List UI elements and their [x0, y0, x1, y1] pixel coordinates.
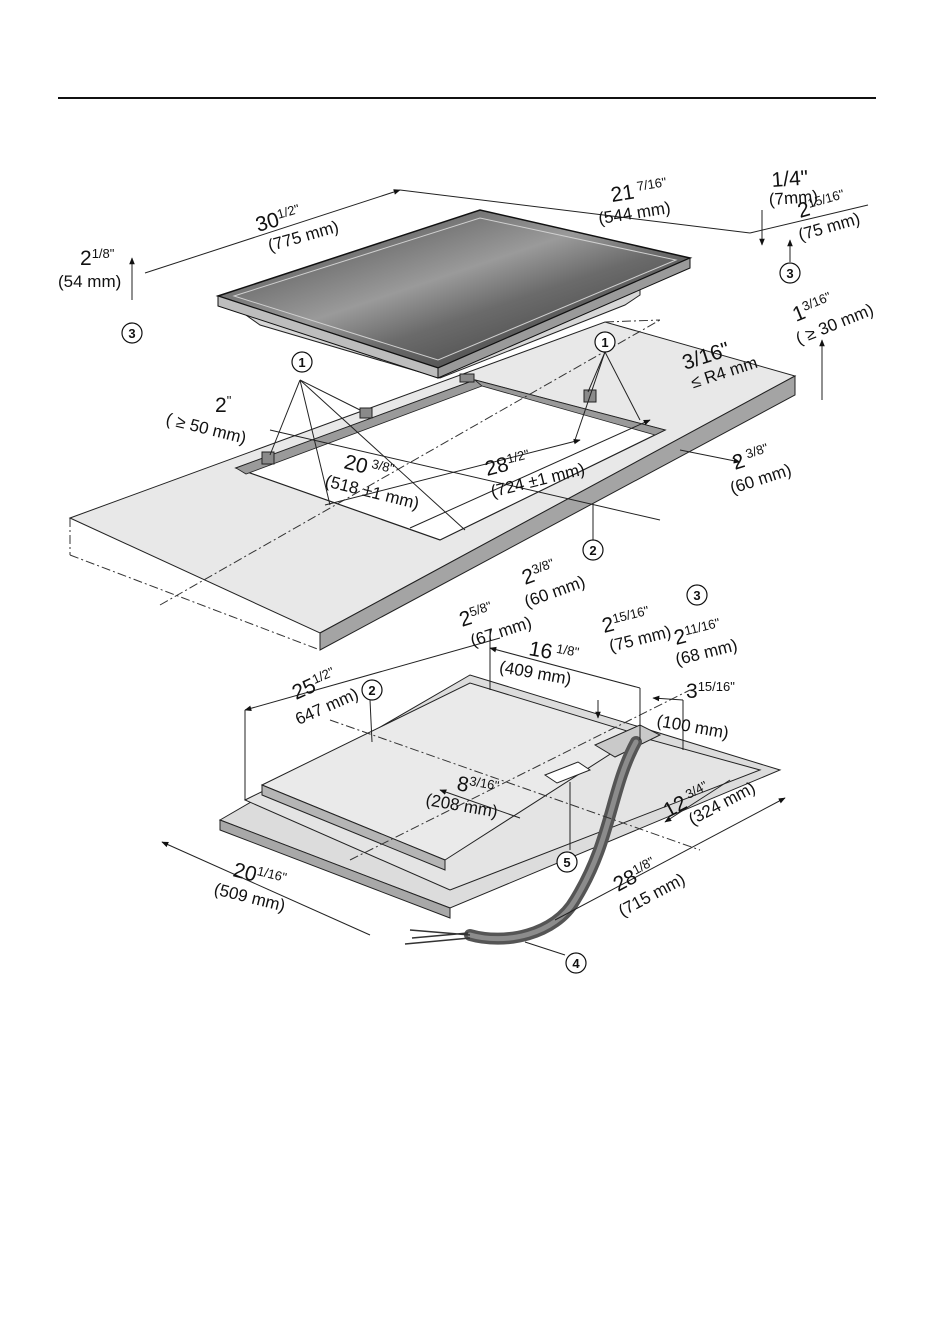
svg-text:4: 4 [572, 956, 580, 971]
svg-text:(409 mm): (409 mm) [498, 657, 573, 688]
callout-5: 5 [556, 851, 578, 873]
svg-text:2: 2 [368, 683, 375, 698]
svg-text:23/8": 23/8" [519, 555, 560, 589]
callout-3-left: 3 [121, 322, 143, 344]
cooktop-bracket [261, 451, 275, 465]
svg-text:1: 1 [601, 335, 608, 350]
svg-text:2: 2 [589, 543, 596, 558]
dim-side-gap-front: 23/8" (60 mm) [519, 555, 588, 611]
dim-counter-thickness: 13/16" ( ≥ 30 mm) [789, 289, 876, 349]
dim-box-height-68: 211/16" (68 mm) [672, 615, 740, 669]
svg-text:315/16": 315/16" [686, 679, 735, 703]
svg-text:(67 mm): (67 mm) [468, 613, 534, 651]
dim-box-height-75: 215/16" (75 mm) [600, 603, 674, 656]
dim-box-647: 251/2" 647 mm) [289, 664, 362, 729]
callout-4: 4 [565, 952, 587, 974]
callout-2-countertop: 2 [582, 539, 604, 561]
dim-edge-height: 1/4" (7mm) [768, 166, 818, 209]
svg-text:3: 3 [128, 326, 135, 341]
dim-top-width: 301/2" (775 mm) [253, 201, 341, 255]
callout-1-right: 1 [594, 331, 616, 353]
terminal-box [593, 724, 662, 758]
dim-top-depth: 21 7/16" (544 mm) [597, 174, 672, 228]
svg-text:5: 5 [563, 855, 570, 870]
svg-text:(54 mm): (54 mm) [58, 272, 121, 291]
svg-text:(544 mm): (544 mm) [597, 198, 672, 228]
svg-text:20 3/8": 20 3/8" [342, 450, 396, 485]
callout-markers: 3 3 1 1 2 3 2 5 4 [121, 262, 801, 974]
dim-box-409: 16 1/8" (409 mm) [498, 636, 581, 688]
svg-text:301/2": 301/2" [253, 201, 304, 237]
callout-3-top-right: 3 [779, 262, 801, 284]
dim-box-100: 315/16" (100 mm) [655, 679, 735, 743]
dimension-lines [129, 189, 869, 956]
dim-front-gap: 2" ( ≥ 50 mm) [164, 393, 248, 448]
svg-text:(75 mm): (75 mm) [607, 622, 673, 656]
cable-wires [404, 929, 471, 945]
callout-1-left: 1 [291, 351, 313, 373]
svg-text:21 7/16": 21 7/16" [609, 174, 669, 207]
svg-text:(7mm): (7mm) [768, 187, 818, 209]
svg-text:25/8": 25/8" [456, 598, 496, 632]
svg-text:3: 3 [786, 266, 793, 281]
data-plate-area [543, 761, 592, 784]
svg-text:16 1/8": 16 1/8" [527, 636, 580, 668]
cooktop-bracket [459, 373, 475, 383]
svg-text:3: 3 [693, 588, 700, 603]
svg-text:281/2": 281/2" [482, 446, 533, 481]
svg-text:1/4": 1/4" [771, 166, 809, 192]
cooktop [215, 209, 693, 465]
callout-2-box: 2 [361, 679, 383, 701]
svg-text:201/16": 201/16" [231, 858, 289, 894]
svg-text:( ≥ 50 mm): ( ≥ 50 mm) [164, 409, 248, 447]
dim-left-height: 21/8" (54 mm) [58, 246, 121, 291]
svg-text:2": 2" [215, 393, 232, 417]
svg-text:1: 1 [298, 355, 305, 370]
svg-text:83/16": 83/16" [455, 771, 501, 802]
svg-text:21/8": 21/8" [80, 246, 115, 270]
callout-3-box: 3 [686, 584, 708, 606]
dim-box-509: 201/16" (509 mm) [212, 858, 289, 916]
dim-side-gap-right: 2 3/8" (60 mm) [728, 440, 794, 498]
cooktop-bracket [359, 407, 373, 419]
